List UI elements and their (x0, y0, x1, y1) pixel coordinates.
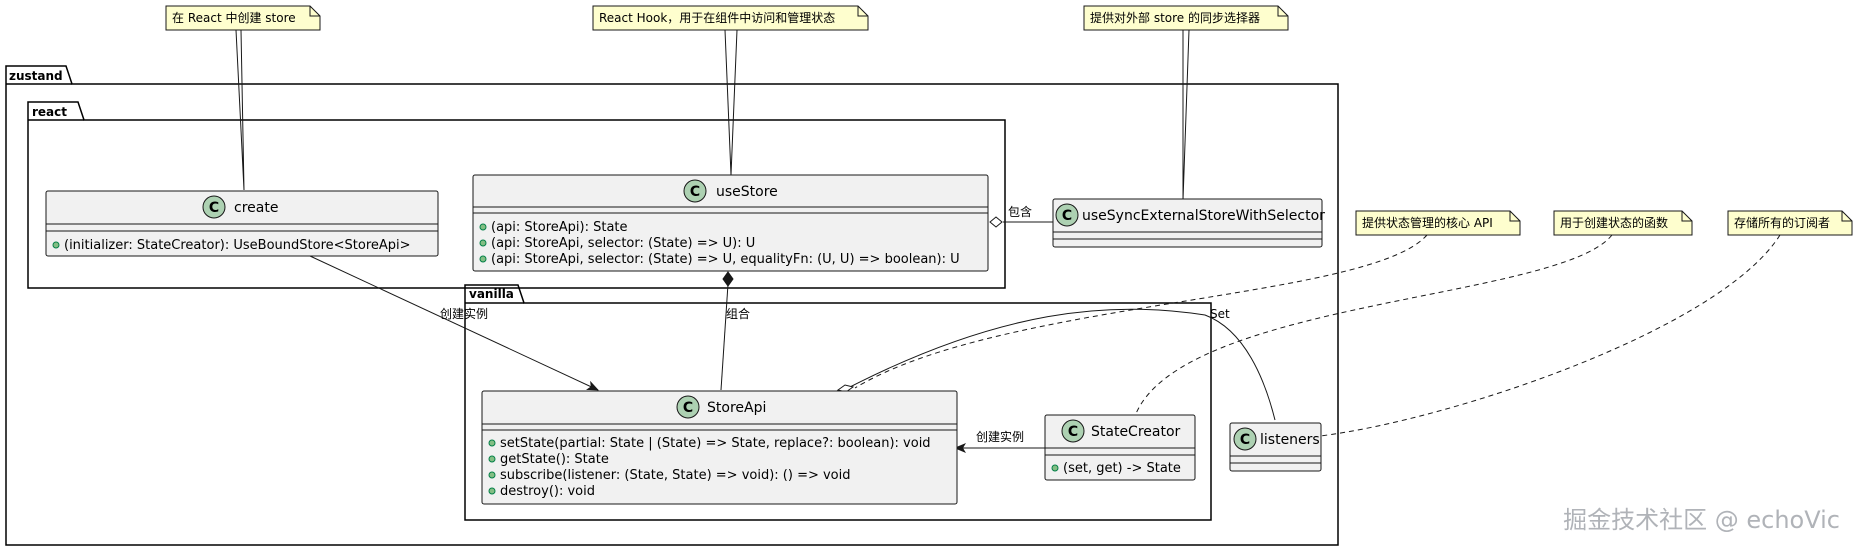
public-method-icon (488, 439, 496, 447)
class-stereotype-letter: C (1240, 432, 1250, 448)
class-stereotype-icon (1233, 427, 1257, 451)
class-create[interactable]: C create (initializer: StateCreator): Us… (45, 190, 439, 257)
note-usestore: React Hook，用于在组件中访问和管理状态 (592, 5, 869, 31)
class-usesync-name: useSyncExternalStoreWithSelector (1082, 208, 1325, 224)
note-usestore-connector (724, 29, 738, 176)
class-listeners[interactable]: C listeners (1229, 422, 1322, 472)
public-method-icon (52, 241, 60, 249)
class-usestore-member: (api: StoreApi): State (491, 220, 628, 235)
package-vanilla-label: vanilla (469, 287, 514, 301)
class-storeapi-name: StoreApi (707, 400, 766, 416)
class-storeapi-member: setState(partial: State | (State) => Sta… (500, 436, 931, 451)
relation-statecreator-storeapi-label: 创建实例 (976, 429, 1024, 444)
class-usestore-member: (api: StoreApi, selector: (State) => U):… (491, 236, 755, 251)
note-usesync-connector (1182, 29, 1190, 201)
class-stereotype-icon (1061, 419, 1085, 443)
class-stereotype-icon (676, 395, 700, 419)
public-method-icon (488, 487, 496, 495)
note-statecreator-text: 用于创建状态的函数 (1560, 215, 1668, 230)
class-stereotype-icon (202, 195, 226, 219)
note-usestore-text: React Hook，用于在组件中访问和管理状态 (599, 10, 835, 25)
public-method-icon (479, 223, 487, 231)
class-storeapi-member: getState(): State (500, 452, 609, 467)
relation-usestore-storeapi-label: 组合 (726, 306, 750, 321)
note-statecreator-connector (1134, 234, 1613, 417)
note-storeapi: 提供状态管理的核心 API (1355, 210, 1521, 236)
class-stereotype-letter: C (1068, 424, 1078, 440)
relation-storeapi-listeners: Set (836, 307, 1276, 421)
note-storeapi-connector (854, 234, 1428, 389)
class-stereotype-letter: C (209, 200, 219, 216)
class-stereotype-letter: C (690, 184, 700, 200)
composition-diamond (722, 271, 734, 287)
relation-usestore-usesync: 包含 (989, 204, 1053, 228)
class-create-member: (initializer: StateCreator): UseBoundSto… (64, 238, 411, 253)
class-stereotype-letter: C (683, 400, 693, 416)
class-statecreator[interactable]: C StateCreator (set, get) -> State (1044, 414, 1196, 481)
class-usesync[interactable]: C useSyncExternalStoreWithSelector (1052, 198, 1325, 248)
public-method-icon (1051, 464, 1059, 472)
class-statecreator-name: StateCreator (1091, 424, 1181, 440)
public-method-icon (479, 239, 487, 247)
note-create-text: 在 React 中创建 store (172, 10, 296, 25)
public-method-icon (479, 255, 487, 263)
package-react: react (27, 101, 1006, 289)
package-zustand: zustand (5, 65, 1339, 546)
relation-usestore-usesync-label: 包含 (1008, 204, 1032, 219)
class-create-name: create (234, 200, 278, 216)
note-listeners-text: 存储所有的订阅者 (1734, 215, 1830, 230)
relation-statecreator-storeapi: 创建实例 (954, 429, 1045, 453)
relation-storeapi-listeners-label: Set (1210, 307, 1230, 321)
class-listeners-name: listeners (1260, 432, 1320, 448)
class-storeapi-member: subscribe(listener: (State, State) => vo… (500, 468, 851, 483)
note-listeners: 存储所有的订阅者 (1727, 210, 1853, 236)
class-statecreator-member: (set, get) -> State (1063, 461, 1181, 476)
watermark: 掘金技术社区 @ echoVic (1563, 506, 1840, 534)
class-stereotype-letter: C (1062, 208, 1072, 224)
note-usesync: 提供对外部 store 的同步选择器 (1083, 5, 1289, 31)
note-usesync-text: 提供对外部 store 的同步选择器 (1090, 10, 1260, 25)
class-storeapi[interactable]: C StoreApi setState(partial: State | (St… (481, 390, 958, 505)
note-create: 在 React 中创建 store (165, 5, 321, 31)
note-create-connector (235, 29, 245, 191)
note-storeapi-text: 提供状态管理的核心 API (1362, 215, 1493, 230)
relation-create-storeapi-label: 创建实例 (440, 306, 488, 321)
class-stereotype-icon (683, 179, 707, 203)
package-zustand-label: zustand (9, 69, 63, 83)
note-listeners-connector (1319, 234, 1781, 437)
class-usestore-member: (api: StoreApi, selector: (State) => U, … (491, 252, 960, 267)
note-statecreator: 用于创建状态的函数 (1553, 210, 1693, 236)
class-stereotype-icon (1055, 203, 1079, 227)
class-usestore[interactable]: C useStore (api: StoreApi): State (api: … (472, 174, 989, 272)
note-connectors (235, 29, 1781, 437)
relation-create-storeapi: 创建实例 (309, 255, 599, 391)
package-react-label: react (32, 105, 67, 119)
relation-usestore-storeapi: 组合 (720, 271, 750, 391)
aggregation-diamond (989, 216, 1003, 228)
class-usestore-name: useStore (716, 184, 778, 200)
class-storeapi-member: destroy(): void (500, 484, 595, 499)
public-method-icon (488, 471, 496, 479)
package-vanilla: vanilla (464, 284, 1212, 521)
public-method-icon (488, 455, 496, 463)
